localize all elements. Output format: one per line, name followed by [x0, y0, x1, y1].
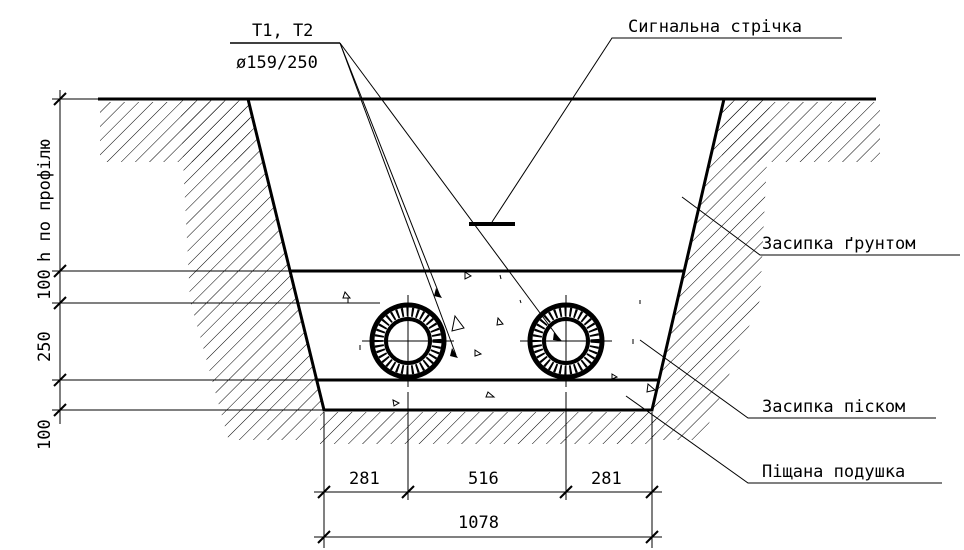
- pipe-callout: [230, 42, 562, 358]
- dim-top-sand: 100: [35, 269, 55, 300]
- vertical-dimension-chain: [52, 90, 380, 424]
- label-sand-cushion: Піщана подушка: [762, 462, 905, 482]
- pipe-right: [520, 295, 612, 387]
- dim-pipe-zone: 250: [35, 331, 55, 362]
- sand-specks: [342, 271, 657, 407]
- pipe-left: [362, 295, 454, 387]
- dim-middle: 516: [468, 469, 499, 489]
- dim-right: 281: [591, 469, 622, 489]
- pipe-designation: T1, T2: [252, 21, 313, 41]
- label-soil-backfill: Засипка ґрунтом: [762, 234, 916, 254]
- dim-total: 1078: [458, 513, 499, 533]
- soil-hatching: [100, 100, 880, 444]
- trench-outline: [246, 98, 726, 412]
- label-signal-tape: Сигнальна стрічка: [628, 17, 802, 37]
- label-sand-backfill: Засипка піском: [762, 397, 905, 417]
- dim-profile-depth: h по профілю: [35, 139, 55, 262]
- dim-left: 281: [349, 469, 380, 489]
- horizontal-dimension-chain: [314, 392, 662, 548]
- dim-bottom: 100: [35, 419, 55, 450]
- leader-lines: [491, 37, 960, 484]
- pipe-diameter: ø159/250: [236, 53, 318, 73]
